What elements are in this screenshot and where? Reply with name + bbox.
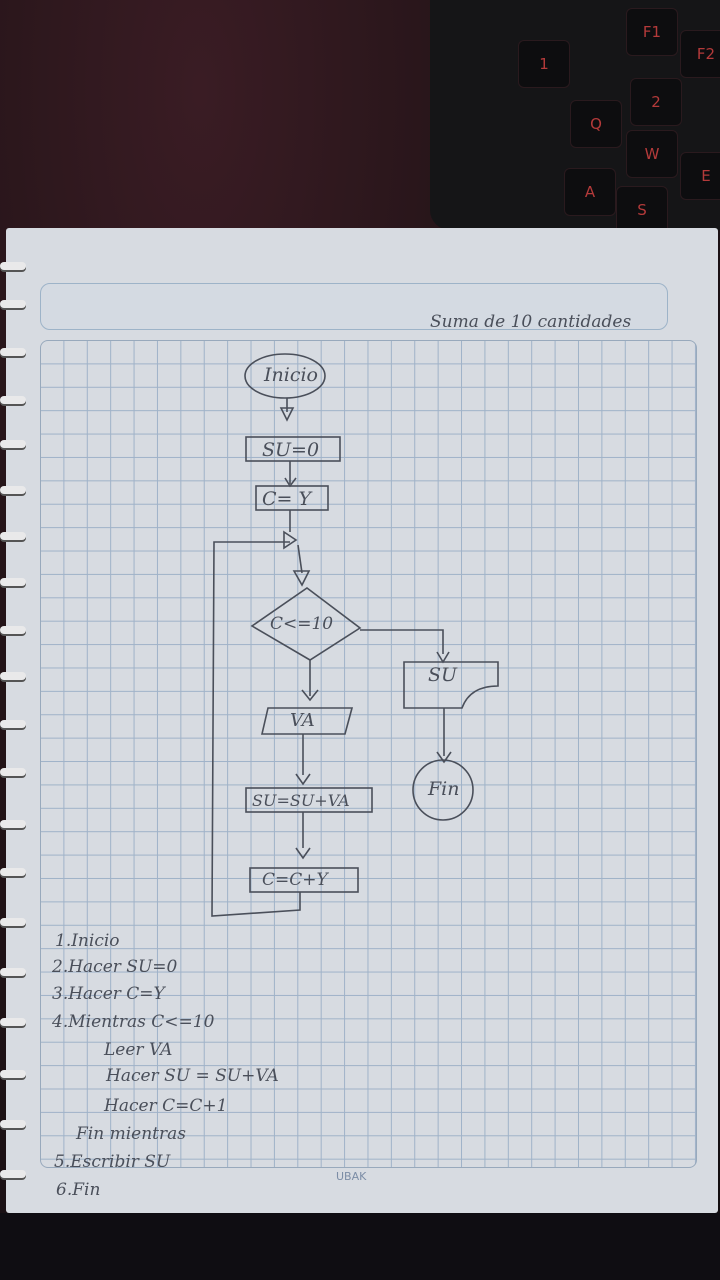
keyboard-key: S bbox=[616, 186, 668, 234]
false-branch-line bbox=[360, 629, 444, 654]
step-3: 3.Hacer C=Y bbox=[52, 984, 165, 1004]
output-label: SU bbox=[428, 664, 458, 686]
process-sum-label: SU=SU+VA bbox=[252, 791, 350, 810]
desk-bottom bbox=[0, 1213, 720, 1280]
spiral-ring bbox=[0, 486, 26, 494]
step-4-increment: Hacer C=C+1 bbox=[104, 1096, 228, 1116]
spiral-ring bbox=[0, 820, 26, 828]
spiral-ring bbox=[0, 918, 26, 926]
step-5: 5.Escribir SU bbox=[54, 1152, 171, 1172]
step-4-read: Leer VA bbox=[104, 1040, 173, 1060]
process-c-label: C=C+Y bbox=[262, 870, 328, 890]
spiral-ring bbox=[0, 300, 26, 308]
input-label: VA bbox=[290, 710, 315, 731]
step-1: 1.Inicio bbox=[55, 931, 120, 951]
end-label: Fin bbox=[428, 778, 460, 800]
step-4-sum: Hacer SU = SU+VA bbox=[106, 1066, 279, 1086]
spiral-ring bbox=[0, 532, 26, 540]
spiral-ring bbox=[0, 672, 26, 680]
spiral-ring bbox=[0, 262, 26, 270]
keyboard-key: F2 bbox=[680, 30, 720, 78]
grid-area bbox=[40, 340, 697, 1168]
keyboard: F1 F2 1 2 Q W A S E bbox=[430, 0, 720, 234]
page-title: Suma de 10 cantidades bbox=[430, 312, 632, 332]
keyboard-key: A bbox=[564, 168, 616, 216]
spiral-ring bbox=[0, 1018, 26, 1026]
notebook-brand: UBAK bbox=[336, 1170, 367, 1183]
flow-arrowhead bbox=[295, 847, 311, 860]
spiral-ring bbox=[0, 868, 26, 876]
step-6: 6.Fin bbox=[56, 1180, 101, 1200]
spiral-ring bbox=[0, 1120, 26, 1128]
flow-arrowhead bbox=[301, 689, 319, 702]
spiral-ring bbox=[0, 720, 26, 728]
process-sum-box bbox=[245, 787, 373, 813]
decision-label: C<=10 bbox=[270, 614, 334, 634]
page-header-band bbox=[40, 283, 668, 330]
step-end-loop: Fin mientras bbox=[76, 1124, 186, 1144]
assign-c-label: C= Y bbox=[262, 488, 312, 510]
start-terminal bbox=[244, 353, 326, 399]
keyboard-key: 1 bbox=[518, 40, 570, 88]
flow-arrowhead bbox=[292, 570, 311, 587]
spiral-ring bbox=[0, 768, 26, 776]
spiral-ring bbox=[0, 578, 26, 586]
spiral-ring bbox=[0, 440, 26, 448]
spiral-ring bbox=[0, 1070, 26, 1078]
flow-arrowhead bbox=[295, 773, 311, 786]
process-c-box bbox=[249, 867, 359, 893]
spiral-ring bbox=[0, 968, 26, 976]
keyboard-key: 2 bbox=[630, 78, 682, 126]
end-terminal bbox=[412, 759, 474, 821]
spiral-ring bbox=[0, 396, 26, 404]
output-document bbox=[403, 661, 499, 709]
flow-arrowhead bbox=[279, 407, 295, 422]
loop-back-line bbox=[211, 541, 301, 917]
keyboard-key: Q bbox=[570, 100, 622, 148]
keyboard-key: W bbox=[626, 130, 678, 178]
flow-arrowhead bbox=[436, 751, 452, 764]
keyboard-key: E bbox=[680, 152, 720, 200]
spiral-ring bbox=[0, 1170, 26, 1178]
step-2: 2.Hacer SU=0 bbox=[52, 957, 178, 977]
start-label: Inicio bbox=[264, 364, 318, 386]
flow-arrow bbox=[297, 544, 303, 574]
step-4: 4.Mientras C<=10 bbox=[52, 1012, 215, 1032]
spiral-ring bbox=[0, 348, 26, 356]
assign-c-box bbox=[255, 485, 329, 511]
input-box bbox=[260, 707, 354, 735]
assign-su-label: SU=0 bbox=[262, 439, 320, 461]
spiral-ring bbox=[0, 626, 26, 634]
assign-su-box bbox=[245, 436, 341, 462]
flow-arrowhead bbox=[283, 530, 298, 550]
keyboard-key: F1 bbox=[626, 8, 678, 56]
